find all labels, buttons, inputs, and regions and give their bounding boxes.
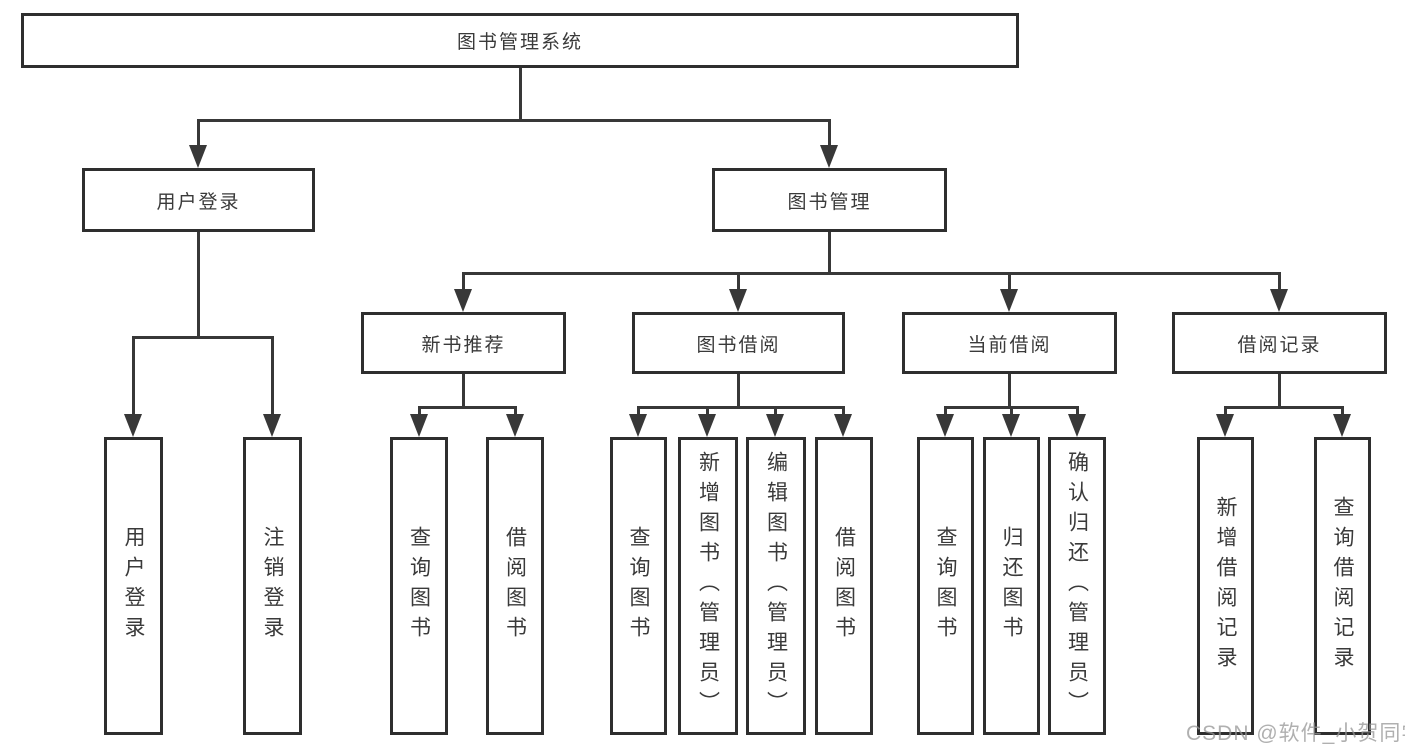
leaf-bb-query-books-label: 查询图书 — [627, 526, 650, 646]
connector-stem-book-management — [828, 119, 831, 148]
connector-stem-leaf-login — [132, 336, 135, 417]
connector-borrow-records-rail — [1224, 406, 1344, 409]
leaf-nbr-borrow-books-label: 借阅图书 — [503, 526, 527, 646]
arrowhead-bb-query-icon — [629, 414, 647, 437]
connector-stem-bb-add — [706, 406, 709, 417]
connector-stem-cb-confirm — [1076, 406, 1079, 417]
node-current-borrowing-label: 当前借阅 — [967, 334, 1052, 356]
node-borrowing-records-label: 借阅记录 — [1237, 334, 1322, 356]
connector-stem-leaf-logout — [271, 336, 274, 417]
arrowhead-leaf-login-icon — [124, 414, 142, 437]
connector-new-book-trunk — [462, 374, 465, 409]
node-new-book-recommend-label: 新书推荐 — [421, 334, 506, 356]
connector-stem-user-login — [197, 119, 200, 148]
leaf-bb-add-books-label: 新增图书（管理员） — [696, 451, 720, 721]
leaf-cb-confirm-return-label: 确认归还（管理员） — [1065, 451, 1089, 721]
connector-level2-rail — [197, 119, 831, 122]
leaf-bb-borrow-books: 借阅图书 — [815, 437, 873, 735]
leaf-nbr-borrow-books: 借阅图书 — [486, 437, 544, 735]
connector-book-management-trunk — [828, 232, 831, 275]
node-book-borrowing-label: 图书借阅 — [696, 334, 781, 356]
connector-stem-nbr-query — [418, 406, 421, 417]
node-book-management: 图书管理 — [712, 168, 947, 232]
node-borrowing-records: 借阅记录 — [1172, 312, 1387, 374]
leaf-nbr-query-books-label: 查询图书 — [407, 526, 431, 646]
arrowhead-br-query-icon — [1333, 414, 1351, 437]
connector-new-book-rail — [418, 406, 517, 409]
connector-stem-bb-borrow — [842, 406, 845, 417]
leaf-user-login: 用户登录 — [104, 437, 163, 735]
node-book-borrowing: 图书借阅 — [632, 312, 845, 374]
leaf-br-query-record-label: 查询借阅记录 — [1331, 496, 1354, 676]
connector-user-login-trunk — [197, 232, 200, 339]
connector-stem-nbr-borrow — [514, 406, 517, 417]
leaf-bb-query-books: 查询图书 — [610, 437, 667, 735]
leaf-cb-confirm-return: 确认归还（管理员） — [1048, 437, 1106, 735]
connector-stem-br-query — [1341, 406, 1344, 417]
arrowhead-cb-return-icon — [1002, 414, 1020, 437]
arrowhead-cb-query-icon — [936, 414, 954, 437]
node-library-system: 图书管理系统 — [21, 13, 1019, 68]
connector-root-trunk — [519, 68, 522, 122]
node-library-system-label: 图书管理系统 — [456, 32, 583, 53]
connector-book-borrow-trunk — [737, 374, 740, 409]
connector-stem-book-borrow — [737, 272, 740, 292]
connector-stem-cb-query — [944, 406, 947, 417]
connector-stem-current-borrow — [1008, 272, 1011, 292]
leaf-nbr-query-books: 查询图书 — [390, 437, 448, 735]
connector-level3-rail — [462, 272, 1281, 275]
arrowhead-new-book-icon — [454, 289, 472, 312]
arrowhead-leaf-logout-icon — [263, 414, 281, 437]
arrowhead-borrow-records-icon — [1270, 289, 1288, 312]
arrowhead-nbr-borrow-icon — [506, 414, 524, 437]
connector-stem-cb-return — [1010, 406, 1013, 417]
connector-stem-bb-edit — [774, 406, 777, 417]
arrowhead-nbr-query-icon — [410, 414, 428, 437]
leaf-bb-borrow-books-label: 借阅图书 — [832, 526, 856, 646]
leaf-user-login-label: 用户登录 — [122, 526, 145, 646]
arrowhead-br-add-icon — [1216, 414, 1234, 437]
arrowhead-bb-edit-icon — [766, 414, 784, 437]
arrowhead-cb-confirm-icon — [1068, 414, 1086, 437]
leaf-cb-return-books: 归还图书 — [983, 437, 1040, 735]
leaf-logout-label: 注销登录 — [261, 526, 284, 646]
leaf-logout: 注销登录 — [243, 437, 302, 735]
arrowhead-bb-add-icon — [698, 414, 716, 437]
node-user-login-label: 用户登录 — [156, 191, 241, 213]
arrowhead-bb-borrow-icon — [834, 414, 852, 437]
leaf-bb-add-books: 新增图书（管理员） — [678, 437, 738, 735]
node-new-book-recommend: 新书推荐 — [361, 312, 566, 374]
connector-stem-new-book — [462, 272, 465, 292]
leaf-cb-query-books: 查询图书 — [917, 437, 974, 735]
leaf-cb-return-books-label: 归还图书 — [1000, 526, 1023, 646]
arrowhead-user-login-icon — [189, 145, 207, 168]
connector-user-login-rail — [132, 336, 274, 339]
connector-stem-bb-query — [637, 406, 640, 417]
connector-borrow-records-trunk — [1278, 374, 1281, 409]
csdn-watermark: CSDN @软件_小贺同学 — [1186, 722, 1405, 745]
connector-stem-br-add — [1224, 406, 1227, 417]
leaf-br-add-record-label: 新增借阅记录 — [1214, 496, 1237, 676]
arrowhead-book-management-icon — [820, 145, 838, 168]
leaf-bb-edit-books: 编辑图书（管理员） — [746, 437, 806, 735]
connector-stem-borrow-records — [1278, 272, 1281, 292]
arrowhead-current-borrow-icon — [1000, 289, 1018, 312]
node-current-borrowing: 当前借阅 — [902, 312, 1117, 374]
leaf-cb-query-books-label: 查询图书 — [934, 526, 957, 646]
connector-book-borrow-rail — [637, 406, 845, 409]
leaf-br-query-record: 查询借阅记录 — [1314, 437, 1371, 735]
leaf-bb-edit-books-label: 编辑图书（管理员） — [764, 451, 788, 721]
arrowhead-book-borrow-icon — [729, 289, 747, 312]
node-book-management-label: 图书管理 — [787, 191, 872, 213]
leaf-br-add-record: 新增借阅记录 — [1197, 437, 1254, 735]
connector-current-borrow-trunk — [1008, 374, 1011, 409]
node-user-login: 用户登录 — [82, 168, 315, 232]
